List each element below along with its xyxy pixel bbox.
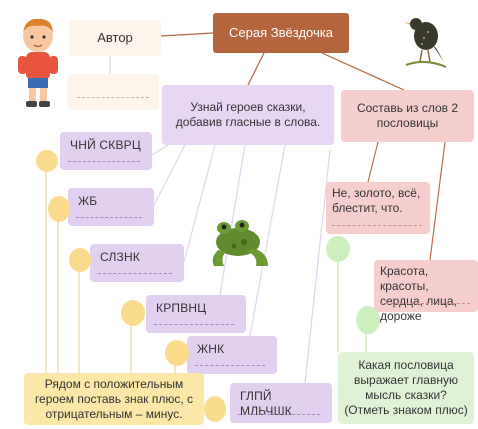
mark-circle[interactable] <box>165 340 189 366</box>
mark-instruction-note: Рядом с положительным героем поставь зна… <box>24 373 204 425</box>
word-box[interactable]: ГЛПЙ МЛЬЧШК <box>230 383 332 423</box>
word-box[interactable]: КРПВНЦ <box>146 295 246 333</box>
task-proverbs-instruction: Составь из слов 2 пословицы <box>341 90 474 142</box>
mark-circle[interactable] <box>36 150 58 172</box>
proverb-words-box[interactable]: Красота, красоты, сердца, лица, дороже <box>374 260 478 323</box>
boy-illustration <box>18 18 58 107</box>
frog-illustration <box>212 220 268 266</box>
word-box[interactable]: ЖНК <box>187 336 277 374</box>
proverb-words-box[interactable]: Не, золото, всё, блестит, что. <box>326 182 430 234</box>
word-text: ЖБ <box>78 194 98 208</box>
task-heroes-instruction: Узнай героев сказки, добавив гласные в с… <box>162 85 334 145</box>
word-text: ЖНК <box>197 342 225 356</box>
word-box[interactable]: СЛЗНК <box>90 244 184 282</box>
starling-bird-illustration <box>404 18 447 68</box>
word-box[interactable]: ЖБ <box>68 188 154 226</box>
author-label-box: Автор <box>69 20 161 56</box>
mark-circle[interactable] <box>204 396 226 422</box>
word-text: ЧНЙ СКВРЦ <box>70 138 141 152</box>
answer-circle[interactable] <box>356 306 380 334</box>
proverb-text: Не, золото, всё, блестит, что. <box>332 186 421 215</box>
mark-circle[interactable] <box>69 248 91 272</box>
word-text: СЛЗНК <box>100 250 141 264</box>
mark-circle[interactable] <box>48 196 70 222</box>
question-box: Какая пословица выражает главную мысль с… <box>338 352 474 424</box>
mark-circle[interactable] <box>121 300 145 326</box>
word-text: КРПВНЦ <box>156 301 207 315</box>
word-box[interactable]: ЧНЙ СКВРЦ <box>60 132 152 170</box>
author-answer-box[interactable] <box>67 74 159 110</box>
proverb-text: Красота, красоты, сердца, лица, дороже <box>380 264 457 323</box>
answer-circle[interactable] <box>326 236 350 262</box>
title-box: Серая Звёздочка <box>213 13 349 53</box>
